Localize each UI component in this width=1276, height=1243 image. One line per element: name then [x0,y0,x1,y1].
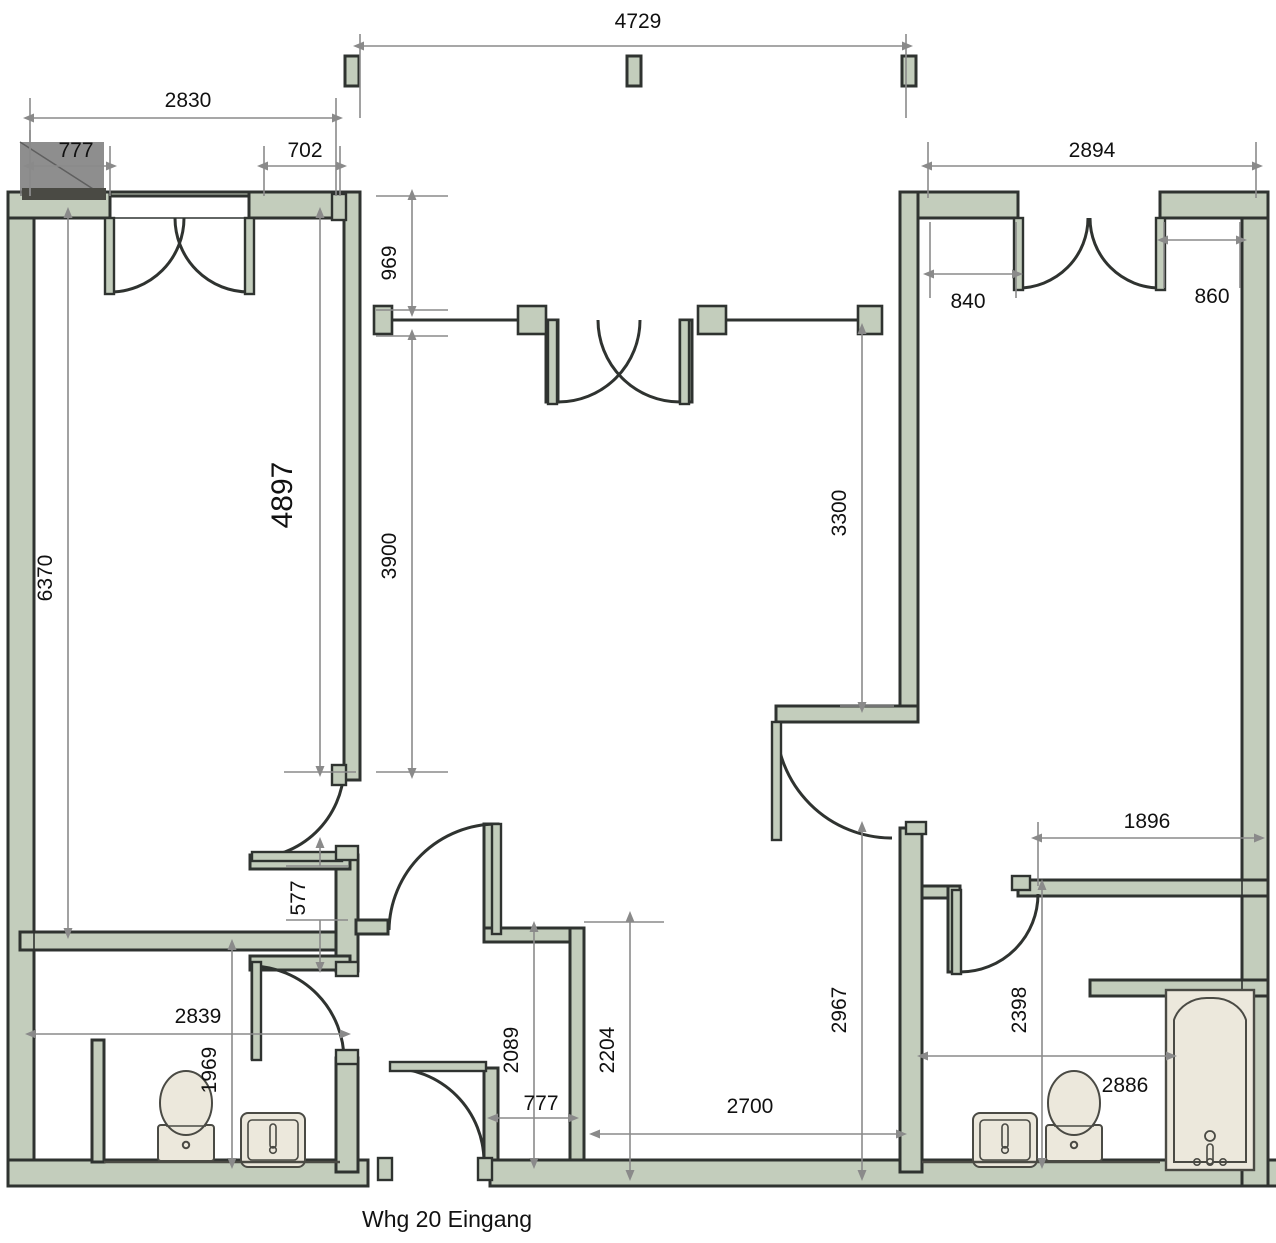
hinge-markers [330,192,1032,1182]
wall-mid-left-horz-c [354,918,390,936]
wall-mid-left-vert [334,853,360,973]
wall-left-bath-jamb [334,1056,360,1174]
wall-group [6,190,1276,1188]
wall-center-south [488,1158,1276,1188]
dim-2894: 2894 [1069,139,1116,162]
dim-3300: 3300 [828,490,851,537]
dim-2886: 2886 [1102,1074,1149,1097]
wall-right-hall-bot [774,704,920,724]
dim-702: 702 [287,139,322,162]
wall-right-hall-vert [898,826,924,1174]
wall-left-west [6,190,36,1188]
dim-2700: 2700 [727,1095,774,1118]
window-mullion-2 [516,304,548,336]
window-mullion-1 [372,304,394,336]
dim-1969: 1969 [198,1047,221,1094]
post-center [625,54,643,88]
sink-right [972,1112,1038,1168]
dim-2839: 2839 [175,1005,222,1028]
dim-577: 577 [287,880,310,915]
wall-right-north-a [898,190,1020,220]
wall-right-bath-top [1016,878,1270,898]
dim-2089: 2089 [500,1027,523,1074]
dim-860: 860 [1194,285,1229,308]
window-group [372,304,884,336]
dim-3900: 3900 [378,533,401,580]
window-mullion-4 [856,304,884,336]
door-leaf-fill [103,216,1167,1073]
wall-center-jamb [482,1066,500,1174]
plan-title-label: Whg 20 Eingang [362,1206,532,1232]
post-left [343,54,361,88]
dim-4729: 4729 [615,10,662,33]
dim-2967: 2967 [828,987,851,1034]
window-mullion-3 [696,304,728,336]
dim-6370: 6370 [34,555,57,602]
toilet-right [1045,1070,1103,1162]
wall-left-east [342,190,362,782]
wall-right-north-b [1158,190,1270,220]
wall-left-bath-top [18,930,342,952]
dim-2398: 2398 [1008,987,1031,1034]
bathtub [1164,988,1256,1172]
dim-777-top: 777 [58,139,93,162]
dim-2204: 2204 [596,1026,619,1073]
sink-left [240,1112,306,1168]
dimension-group [23,34,1265,1181]
dimension-text-group: 4729 2830 777 702 2894 840 860 969 4897 … [34,10,1230,1118]
wall-center-vert2 [568,926,586,1172]
wall-right-west [898,190,920,722]
door-group [108,217,1162,1163]
dim-777-bottom: 777 [523,1092,558,1115]
post-group [343,54,918,88]
dim-4897: 4897 [266,462,299,529]
dim-969: 969 [378,245,401,280]
wall-left-outer [6,190,362,1188]
fixture-group [157,988,1256,1172]
dim-840: 840 [950,290,985,313]
post-right [900,54,918,88]
wall-left-bath-stub [90,1038,106,1164]
dim-1896: 1896 [1124,810,1171,833]
wall-left-south [6,1158,370,1188]
dim-2830: 2830 [165,89,212,112]
